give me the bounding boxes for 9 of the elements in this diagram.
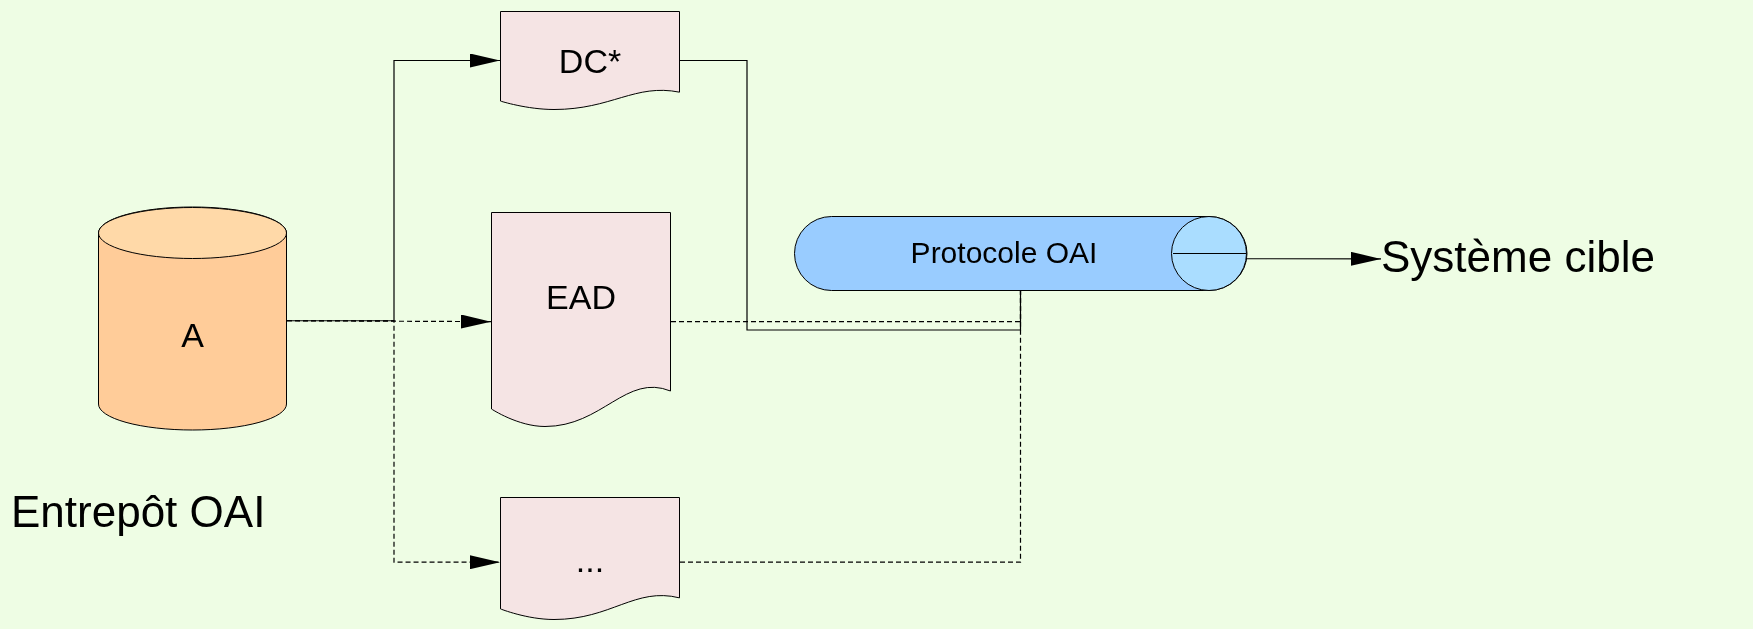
node-label: EAD — [546, 277, 616, 317]
connector-arrow — [286, 53, 501, 322]
node-label: A — [181, 315, 204, 355]
node-label: DC* — [558, 41, 622, 81]
node-label: Protocole OAI — [910, 236, 1098, 270]
node-label: ... — [575, 540, 605, 580]
caption-label: Entrepôt OAI — [11, 487, 266, 537]
connector-arrow — [1246, 251, 1382, 266]
target-label: Système cible — [1381, 232, 1655, 282]
